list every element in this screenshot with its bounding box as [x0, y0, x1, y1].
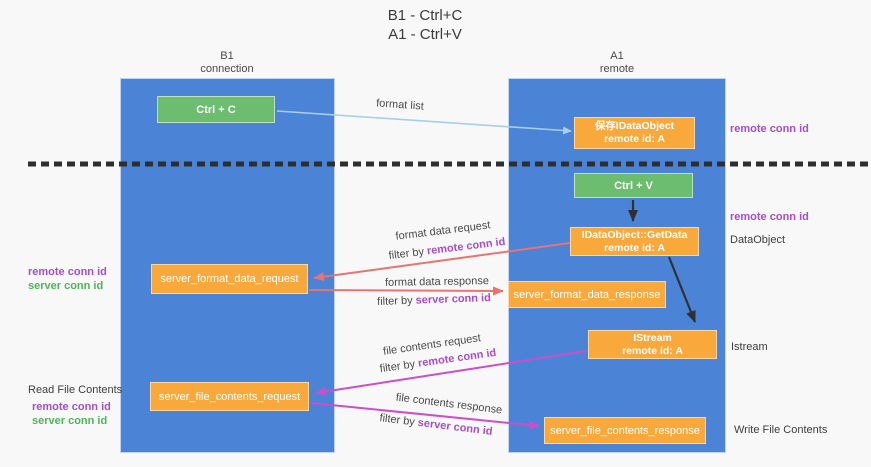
title-line-1: B1 - Ctrl+C: [387, 7, 463, 24]
ctrl-c-action-box: Ctrl + C: [157, 96, 275, 123]
filter-by-text: filter by: [388, 245, 425, 263]
server-conn-id-text: server conn id: [417, 416, 494, 438]
save-idataobject-line2: remote id: A: [604, 133, 665, 145]
filter-by-text: filter by: [378, 412, 416, 429]
file-contents-response-label: file contents response: [395, 391, 503, 417]
format-data-response-filter-label: filter by server conn id: [377, 292, 491, 308]
save-idataobject-line1: 保存IDataObject: [594, 120, 675, 132]
lifeline-a1-name: A1: [610, 50, 624, 62]
diagram-title: B1 - Ctrl+C A1 - Ctrl+V: [0, 6, 850, 44]
server-conn-id-text: server conn id: [415, 292, 492, 307]
legend2-server-conn-id: server conn id: [32, 415, 108, 427]
server-file-contents-response-label: server_file_contents_response: [550, 424, 700, 437]
legend1-remote-conn-id: remote conn id: [28, 266, 107, 278]
file-contents-response-filter-label: filter by server conn id: [379, 412, 493, 438]
server-file-contents-request-label: server_file_contents_request: [158, 390, 301, 403]
legend1-server-conn-id: server conn id: [28, 280, 104, 292]
getdata-line2: remote id: A: [604, 241, 665, 254]
dataobject-annotation: DataObject: [730, 234, 786, 246]
server-format-data-response-box: server_format_data_response: [508, 281, 666, 308]
ctrl-v-label: Ctrl + V: [614, 179, 653, 192]
ctrl-v-action-box: Ctrl + V: [574, 173, 693, 198]
server-file-contents-response-box: server_file_contents_response: [544, 417, 706, 444]
remote-conn-id-annotation-mid: remote conn id: [730, 211, 809, 223]
server-format-data-request-box: server_format_data_request: [151, 264, 308, 294]
title-line-2: A1 - Ctrl+V: [388, 26, 462, 43]
istream-line1: IStream: [633, 331, 672, 344]
lifeline-header-a1: A1 remote: [547, 50, 687, 76]
getdata-line1: IDataObject::GetData: [581, 228, 688, 241]
istream-box: IStream remote id: A: [588, 330, 717, 359]
legend2-remote-conn-id: remote conn id: [32, 401, 111, 413]
lifeline-a1-role: remote: [599, 63, 635, 75]
save-idataobject-box: 保存IDataObject remote id: A: [574, 117, 695, 149]
format-data-response-label: format data response: [384, 275, 490, 289]
format-data-response-arrow: [308, 286, 504, 296]
server-file-contents-request-box: server_file_contents_request: [150, 382, 309, 411]
filter-by-text: filter by: [379, 358, 416, 376]
read-file-contents-annotation: Read File Contents: [28, 384, 123, 396]
filter-by-text: filter by: [376, 294, 413, 308]
lifeline-b1-name: B1: [220, 50, 234, 62]
lifeline-header-b1: B1 connection: [157, 50, 297, 76]
server-format-data-response-label: server_format_data_response: [513, 288, 661, 301]
ctrl-c-label: Ctrl + C: [196, 103, 236, 116]
istream-annotation: Istream: [731, 341, 768, 353]
server-format-data-request-label: server_format_data_request: [160, 273, 299, 285]
format-list-label: format list: [375, 97, 425, 113]
lifeline-b1-role: connection: [200, 63, 254, 75]
write-file-contents-annotation: Write File Contents: [734, 424, 828, 436]
idataobject-getdata-box: IDataObject::GetData remote id: A: [570, 227, 699, 256]
remote-conn-id-text: remote conn id: [426, 235, 506, 258]
istream-line2: remote id: A: [622, 344, 683, 357]
remote-conn-id-annotation-top: remote conn id: [730, 123, 809, 135]
